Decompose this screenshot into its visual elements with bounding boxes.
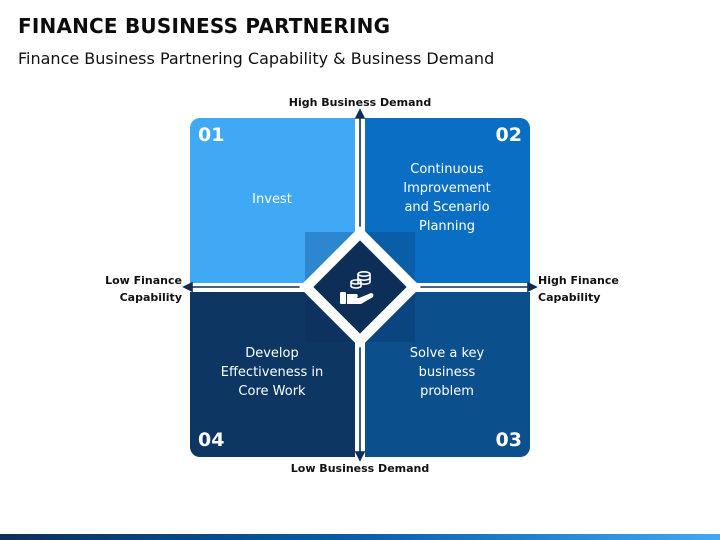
quadrant-text-line: Core Work: [238, 384, 306, 399]
axis-label-right-line: High Finance: [538, 274, 619, 287]
arrow-up-icon: [354, 108, 366, 119]
quadrant-text-line: business: [418, 365, 476, 380]
quadrant-text-line: problem: [420, 384, 474, 399]
quadrant-text-line: Invest: [252, 192, 292, 207]
quadrant-number: 02: [495, 124, 522, 146]
axis-label-left: Low Finance Capability: [96, 272, 182, 306]
quadrant-number: 03: [495, 429, 522, 451]
quadrant-text-line: Solve a key: [409, 346, 485, 361]
quadrant-text-line: Improvement: [403, 181, 491, 196]
quadrant-text: Solve a key business problem: [382, 344, 512, 401]
quadrant-03: 03 Solve a key business problem: [365, 292, 530, 457]
quadrant-number: 04: [198, 429, 225, 451]
slide-subtitle: Finance Business Partnering Capability &…: [18, 49, 495, 68]
axis-label-right-line: Capability: [538, 291, 601, 304]
quadrant-text-line: Planning: [419, 219, 475, 234]
quadrant-01: 01 Invest: [190, 118, 355, 283]
arrow-right-icon: [527, 281, 538, 293]
quadrant-text: Continuous Improvement and Scenario Plan…: [382, 160, 512, 236]
quadrant-04: 04 Develop Effectiveness in Core Work: [190, 292, 355, 457]
slide-title: FINANCE BUSINESS PARTNERING: [18, 14, 391, 38]
bottom-accent-bar: [0, 534, 720, 540]
quadrant-text: Invest: [207, 190, 337, 209]
quadrant-text-line: and Scenario: [404, 200, 490, 215]
axis-label-left-line: Capability: [119, 291, 182, 304]
axis-label-right: High Finance Capability: [538, 272, 628, 306]
arrow-down-icon: [354, 451, 366, 462]
axis-label-top: High Business Demand: [288, 96, 432, 109]
money-hand-icon: [340, 271, 374, 304]
quadrant-text-line: Continuous: [410, 162, 484, 177]
quadrant-text-line: Develop: [245, 346, 299, 361]
quadrant-text: Develop Effectiveness in Core Work: [207, 344, 337, 401]
arrow-left-icon: [182, 281, 193, 293]
quadrant-text-line: Effectiveness in: [220, 365, 324, 380]
axis-label-left-line: Low Finance: [105, 274, 182, 287]
quadrant-number: 01: [198, 124, 225, 146]
axis-label-bottom: Low Business Demand: [290, 462, 430, 475]
